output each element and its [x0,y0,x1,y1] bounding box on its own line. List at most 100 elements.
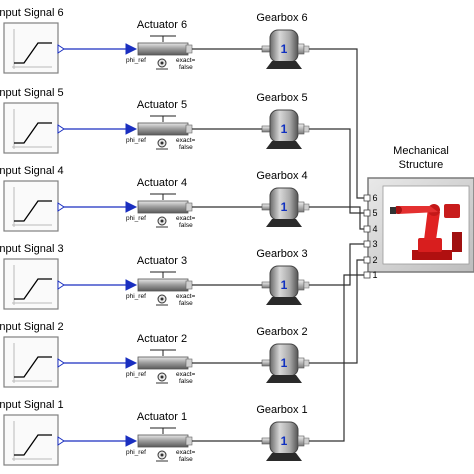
input-signal-block[interactable] [3,22,65,74]
input-signal-label: Input Signal 2 [0,321,64,333]
gearbox-base-icon [266,219,302,227]
input-port-icon [125,123,138,135]
structure-wire [309,243,368,286]
actuator-label: Actuator 6 [137,19,187,31]
actuator-param-phi: phi_ref [126,449,146,456]
gearbox-block[interactable]: 1 [261,421,310,461]
gearbox-ratio: 1 [281,122,288,136]
structure-port-label: 6 [372,193,377,203]
gearbox-ratio: 1 [281,434,288,448]
gearbox-block[interactable]: 1 [261,343,310,383]
input-signal-block[interactable] [3,414,65,466]
gearbox-label: Gearbox 2 [256,326,307,338]
input-signal-label: Input Signal 5 [0,87,64,99]
output-port-icon [57,44,65,54]
actuator-label: Actuator 5 [137,99,187,111]
ramp-signal-icon [14,434,52,456]
actuator-param-exact: exact= [176,293,196,300]
ramp-signal-icon [14,278,52,300]
structure-port-icon [363,209,371,217]
input-signal-block[interactable] [3,258,65,310]
actuator-param-exact-value: false [179,300,193,307]
gearbox-ratio: 1 [281,200,288,214]
ramp-signal-icon [14,356,52,378]
gearbox-label: Gearbox 1 [256,404,307,416]
actuator-block[interactable] [125,427,193,462]
mechanical-structure-block[interactable]: Mechanical Structure 6 5 4 3 2 1 [363,145,474,280]
input-signal-block[interactable] [3,102,65,154]
structure-title-line1: Mechanical [393,145,449,157]
actuator-param-exact-value: false [179,456,193,463]
actuator-rod-icon [137,278,189,292]
actuator-param-exact-value: false [179,144,193,151]
actuator-rod-icon [137,122,189,136]
actuator-param-phi: phi_ref [126,371,146,378]
structure-port-icon [363,271,371,279]
gearbox-base-icon [266,453,302,461]
actuator-label: Actuator 2 [137,333,187,345]
gearbox-base-icon [266,141,302,149]
actuator-param-exact: exact= [176,137,196,144]
input-signal-block[interactable] [3,180,65,232]
actuator-rod-icon [137,356,189,370]
gearbox-base-icon [266,61,302,69]
output-port-icon [57,280,65,290]
structure-wire [309,128,368,214]
input-port-icon [125,357,138,369]
gearbox-label: Gearbox 6 [256,12,307,24]
actuator-block[interactable] [125,349,193,384]
actuator-label: Actuator 1 [137,411,187,423]
structure-port-icon [363,256,371,264]
actuator-block[interactable] [125,115,193,150]
actuator-param-phi: phi_ref [126,57,146,64]
actuator-param-exact: exact= [176,57,196,64]
structure-title-line2: Structure [399,159,444,171]
actuator-block[interactable] [125,35,193,70]
actuator-block[interactable] [125,193,193,228]
output-port-icon [57,358,65,368]
actuator-param-phi: phi_ref [126,293,146,300]
robot-arm-icon [390,204,462,260]
gearbox-base-icon [266,297,302,305]
actuator-rod-icon [137,42,189,56]
gearbox-base-icon [266,375,302,383]
structure-wire [309,259,368,364]
gearbox-label: Gearbox 4 [256,170,307,182]
structure-port-label: 1 [372,270,377,280]
gearbox-block[interactable]: 1 [261,109,310,149]
output-port-icon [57,436,65,446]
structure-port-label: 3 [372,239,377,249]
structure-port-icon [363,240,371,248]
output-port-icon [57,202,65,212]
structure-port-label: 2 [372,255,377,265]
input-signal-label: Input Signal 4 [0,165,64,177]
ramp-signal-icon [14,42,52,64]
actuator-param-exact-value: false [179,64,193,71]
structure-wire [309,48,368,199]
gearbox-block[interactable]: 1 [261,29,310,69]
output-port-icon [57,124,65,134]
actuator-rod-icon [137,434,189,448]
input-signal-label: Input Signal 3 [0,243,64,255]
input-signal-label: Input Signal 1 [0,399,64,411]
actuator-param-exact-value: false [179,222,193,229]
gearbox-block[interactable]: 1 [261,187,310,227]
gearbox-block[interactable]: 1 [261,265,310,305]
structure-port-icon [363,225,371,233]
gearbox-ratio: 1 [281,42,288,56]
ramp-signal-icon [14,122,52,144]
structure-port-icon [363,194,371,202]
structure-port-label: 4 [372,224,377,234]
structure-wire [309,206,368,230]
gearbox-label: Gearbox 3 [256,248,307,260]
structure-port-label: 5 [372,208,377,218]
input-signal-block[interactable] [3,336,65,388]
actuator-param-exact-value: false [179,378,193,385]
structure-ports: 6 5 4 3 2 1 [363,193,378,280]
